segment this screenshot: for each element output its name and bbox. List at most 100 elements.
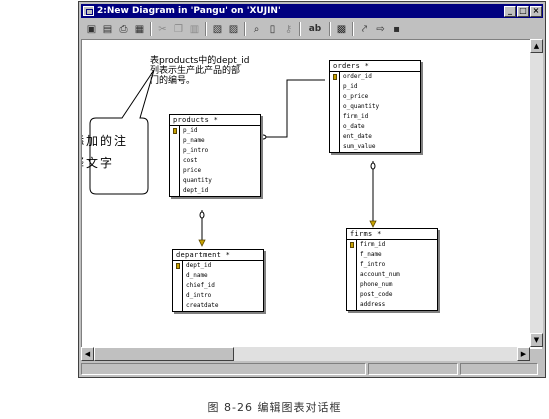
table-column-row[interactable]: dept_id [173,261,263,271]
horizontal-scroll-thumb[interactable] [94,347,234,361]
column-name: o_price [343,93,369,100]
table-column-row[interactable]: price [170,166,260,176]
scroll-down-arrow-icon[interactable]: ▼ [530,333,543,347]
table-column-row[interactable]: p_name [170,136,260,146]
table-column-row[interactable]: o_date [330,122,420,132]
row-selector[interactable] [330,102,340,112]
column-name: firm_id [360,241,386,248]
table-title[interactable]: department * [173,250,263,261]
key-icon[interactable]: ⚷ [284,23,293,35]
callout-text: 添加的注 释文字 [82,130,142,174]
table-column-row[interactable]: cost [170,156,260,166]
table-column-row[interactable]: firm_id [330,112,420,122]
row-selector[interactable] [170,166,180,176]
row-selector[interactable] [330,112,340,122]
maximize-button[interactable]: □ [517,5,529,17]
table-column-row[interactable]: chief_id [173,281,263,291]
table-column-row[interactable]: d_name [173,271,263,281]
toolbar-separator [244,22,246,36]
row-selector[interactable] [347,300,357,310]
table-column-row[interactable]: creatdate [173,301,263,311]
primary-key-icon[interactable] [173,261,183,271]
horizontal-scroll-track[interactable] [94,347,517,361]
row-selector[interactable] [330,142,340,152]
zoom-icon[interactable]: ⌕ [253,23,260,35]
table-column-row[interactable]: p_intro [170,146,260,156]
table-title[interactable]: firms * [347,229,437,240]
row-selector[interactable] [330,92,340,102]
diagram-canvas[interactable]: 表products中的dept_id 列表示生产此产品的部 门的编号。 添加的注… [81,39,542,349]
vertical-scroll-track[interactable] [530,53,543,333]
table-column-row[interactable]: order_id [330,72,420,82]
row-selector[interactable] [170,176,180,186]
table-column-row[interactable]: o_price [330,92,420,102]
table-column-row[interactable]: p_id [330,82,420,92]
row-selector[interactable] [170,156,180,166]
row-selector[interactable] [347,260,357,270]
table-column-row[interactable]: ent_date [330,132,420,142]
scroll-left-arrow-icon[interactable]: ◀ [81,347,94,361]
print-icon[interactable]: ⎙ [119,23,128,35]
row-selector[interactable] [170,186,180,196]
open-icon[interactable]: ▤ [102,23,113,35]
row-selector[interactable] [173,291,183,301]
table-column-row[interactable]: f_intro [347,260,437,270]
relationship-icon[interactable]: ⤤ [361,23,368,35]
close-button[interactable]: × [530,5,542,17]
table-column-row[interactable]: p_id [170,126,260,136]
row-selector[interactable] [330,122,340,132]
row-selector[interactable] [330,132,340,142]
paste-icon[interactable]: ▥ [189,23,200,35]
table-column-row[interactable]: quantity [170,176,260,186]
text-annotation-icon[interactable]: ab [308,24,322,34]
copy-icon[interactable]: ❐ [174,23,183,35]
primary-key-icon[interactable] [170,126,180,136]
table-column-row[interactable]: account_num [347,270,437,280]
row-selector[interactable] [173,301,183,311]
cut-icon[interactable]: ✂ [158,23,167,35]
table-column-row[interactable]: firm_id [347,240,437,250]
arrange-icon[interactable]: ⇨ [376,23,385,35]
table-column-row[interactable]: post_code [347,290,437,300]
minimize-button[interactable]: _ [504,5,516,17]
page-icon[interactable]: ▯ [269,23,276,35]
primary-key-icon[interactable] [347,240,357,250]
table-title[interactable]: products * [170,115,260,126]
vertical-scrollbar[interactable]: ▲ ▼ [530,39,543,347]
table-column-row[interactable]: sum_value [330,142,420,152]
text-annotation[interactable]: 表products中的dept_id 列表示生产此产品的部 门的编号。 [150,56,310,86]
row-selector[interactable] [330,82,340,92]
scroll-up-arrow-icon[interactable]: ▲ [530,39,543,53]
display-icon[interactable]: ▪ [393,23,400,35]
table-title[interactable]: orders * [330,61,420,72]
table-column-row[interactable]: address [347,300,437,310]
save-icon[interactable]: ▣ [86,23,97,35]
insert-table-icon[interactable]: ▨ [228,23,239,35]
column-name: d_name [186,272,208,279]
row-selector[interactable] [347,280,357,290]
scroll-right-arrow-icon[interactable]: ▶ [517,347,530,361]
properties-icon[interactable]: ▦ [134,23,145,35]
row-selector[interactable] [170,136,180,146]
row-selector[interactable] [170,146,180,156]
new-table-icon[interactable]: ▧ [212,23,223,35]
table-column-row[interactable]: dept_id [170,186,260,196]
row-selector[interactable] [347,270,357,280]
table-column-row[interactable]: d_intro [173,291,263,301]
table-column-row[interactable]: phone_num [347,280,437,290]
row-selector[interactable] [173,281,183,291]
table-column-row[interactable]: f_name [347,250,437,260]
diagram-window-icon[interactable] [83,6,94,16]
title-bar[interactable]: 2:New Diagram in 'Pangu' on 'XUJIN' _ □ … [81,4,543,18]
table-column-row[interactable]: o_quantity [330,102,420,112]
row-selector[interactable] [347,290,357,300]
primary-key-icon[interactable] [330,72,340,82]
horizontal-scrollbar[interactable]: ◀ ▶ [81,347,530,361]
layout-icon[interactable]: ▩ [336,23,347,35]
row-selector[interactable] [173,271,183,281]
row-selector[interactable] [347,250,357,260]
